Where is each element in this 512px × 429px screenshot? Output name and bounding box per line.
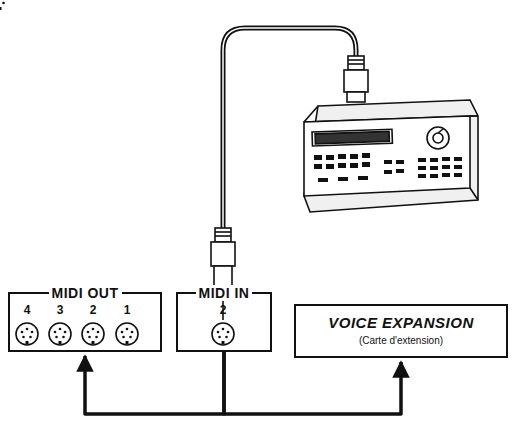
port-number: 4 xyxy=(24,303,31,317)
midi-jacks xyxy=(16,323,234,345)
port-group-box: MIDI OUT xyxy=(8,292,162,352)
board-title: VOICE EXPANSION xyxy=(296,314,506,331)
midi-plug xyxy=(344,56,368,102)
midi-plug xyxy=(211,228,235,320)
port-number: 1 xyxy=(124,303,131,317)
board-subtitle: (Carte d'extension) xyxy=(296,335,506,346)
port-heading: MIDI IN xyxy=(196,285,253,301)
signal-arrow xyxy=(224,352,401,414)
heading-band: MIDI OUT xyxy=(10,284,160,302)
sound-module xyxy=(304,100,478,212)
port-heading: MIDI OUT xyxy=(49,285,122,301)
port-number: 3 xyxy=(57,303,64,317)
port-number: 2 xyxy=(220,303,227,317)
port-group-box: MIDI IN xyxy=(176,292,272,352)
heading-band: MIDI IN xyxy=(178,284,270,302)
module-buttons xyxy=(314,153,462,182)
signal-arrow xyxy=(85,352,224,414)
port-number: 2 xyxy=(90,303,97,317)
expansion-box: VOICE EXPANSION (Carte d'extension) xyxy=(294,304,508,358)
